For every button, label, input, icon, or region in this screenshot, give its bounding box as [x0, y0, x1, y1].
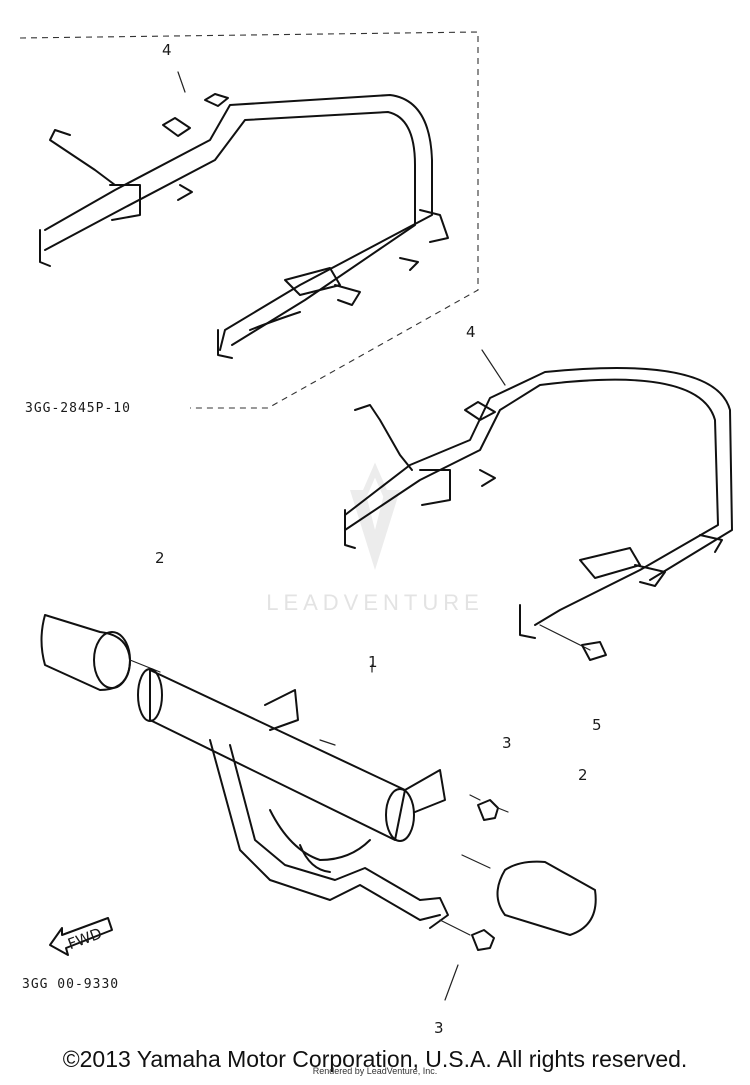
- lower-bar-drawing: [137, 668, 481, 929]
- part-number-upper: 3GG-2845P-10: [25, 401, 131, 416]
- callout-4-mid: 4: [466, 323, 476, 341]
- watermark-text: LEADVENTURE: [266, 590, 484, 615]
- callout-4-top: 4: [162, 41, 172, 59]
- callout-2-right: 2: [578, 766, 588, 784]
- fwd-arrow: FWD: [49, 917, 113, 956]
- bolt-mid-drawing: [477, 799, 509, 821]
- middle-frame-drawing: [344, 367, 733, 661]
- left-end-cap-drawing: [40, 614, 161, 691]
- callout-5: 5: [592, 716, 602, 734]
- leadventure-watermark: LEADVENTURE: [266, 462, 484, 615]
- callout-3-mid: 3: [502, 734, 512, 752]
- callout-1: 1: [368, 653, 378, 671]
- fwd-label: FWD: [65, 924, 104, 953]
- leader-lines: [177, 71, 506, 673]
- upper-group-outline: [19, 31, 479, 409]
- copyright-notice: ©2013 Yamaha Motor Corporation, U.S.A. A…: [62, 1046, 688, 1072]
- callout-3-bottom: 3: [434, 1019, 444, 1037]
- upper-frame-drawing: [39, 93, 449, 359]
- right-end-cap-drawing: [461, 854, 597, 936]
- bolt-bottom-drawing: [439, 919, 495, 1001]
- callout-2-left: 2: [155, 549, 165, 567]
- part-number-lower: 3GG 00-9330: [22, 977, 119, 992]
- rendered-by-credit: Rendered by LeadVenture, Inc.: [312, 1066, 438, 1076]
